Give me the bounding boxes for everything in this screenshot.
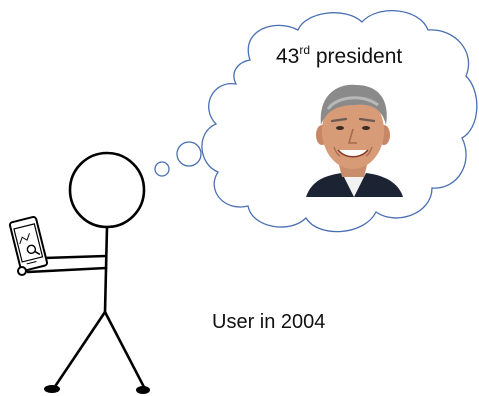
thought-bubble-small bbox=[154, 161, 170, 177]
thought-bubble-large bbox=[176, 141, 202, 167]
stick-figure-right-leg bbox=[103, 310, 147, 391]
stick-figure-left-foot bbox=[44, 385, 60, 393]
stick-figure-hand bbox=[17, 266, 27, 276]
stick-figure-body bbox=[103, 225, 109, 314]
magnifier-icon bbox=[26, 244, 37, 255]
stick-figure-lower-arm bbox=[26, 266, 108, 274]
thought-ordinal-suffix: rd bbox=[299, 43, 311, 57]
stick-figure-left-leg bbox=[52, 310, 107, 390]
smiling-man-portrait-icon bbox=[302, 79, 405, 197]
stick-figure-right-foot bbox=[136, 386, 150, 394]
thought-number: 43 bbox=[276, 45, 300, 68]
stick-figure-upper-arm bbox=[42, 254, 108, 260]
phone-icon bbox=[8, 215, 48, 272]
user-caption: User in 2004 bbox=[212, 311, 326, 333]
thought-rest: president bbox=[310, 45, 403, 68]
stick-figure-head bbox=[68, 151, 146, 229]
stick-figure bbox=[26, 151, 147, 391]
thought-label: 43rd president bbox=[276, 43, 403, 69]
